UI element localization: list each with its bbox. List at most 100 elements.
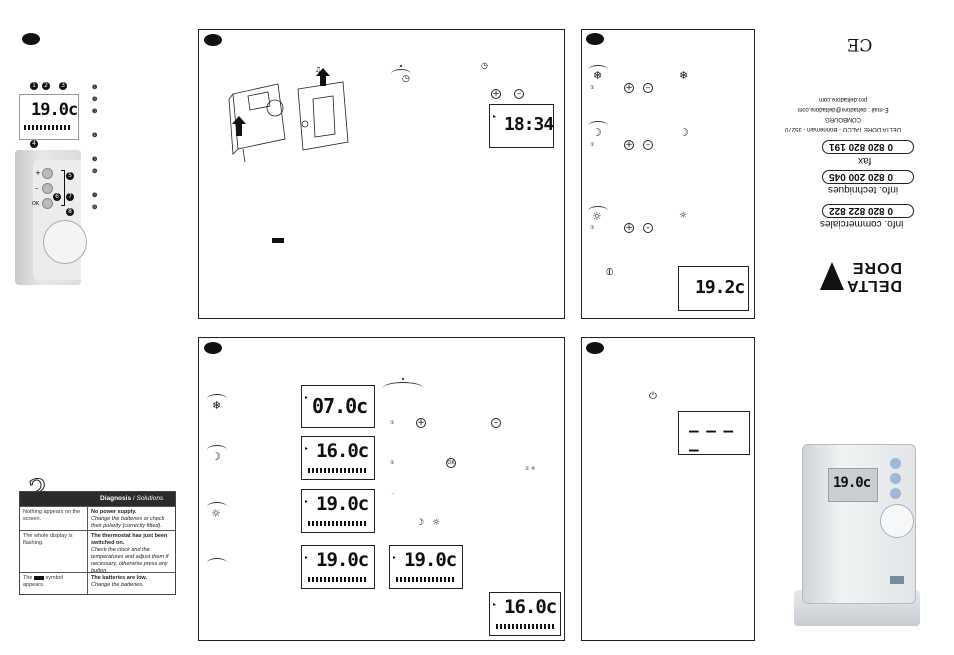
- sales-label: info. commerciales: [820, 218, 904, 229]
- clock-icon-small: ◷: [481, 61, 488, 70]
- callout-8: 8: [66, 208, 74, 216]
- comfort-reading: 19.0c: [316, 493, 369, 515]
- plus-icon: +: [624, 223, 634, 233]
- fax-label: fax: [858, 155, 872, 166]
- minus-icon: –: [514, 89, 524, 99]
- ok-label: OK: [32, 201, 40, 207]
- callout-2: 2: [42, 82, 50, 90]
- sales-number-pill: 0 820 822 822: [822, 204, 914, 218]
- lcd-arrow-icon: ▸: [305, 555, 309, 561]
- frost-reading: 07.0c: [312, 394, 368, 418]
- sun-icon-small: ☼: [679, 211, 688, 221]
- diagnosis-table: Diagnosis / Solutions Nothing appears on…: [19, 491, 176, 595]
- fax-number: 0 820 820 191: [829, 141, 893, 152]
- step-1: ①: [590, 85, 595, 91]
- product-lcd-reading: 19.0c: [833, 475, 871, 491]
- battery-icon: [34, 575, 45, 580]
- minus-icon: –: [643, 140, 653, 150]
- product-lcd: 19.0c: [828, 468, 878, 502]
- panel-installation: ♫ ◷ ◷ + – ▸ 18:34: [198, 29, 565, 319]
- product-minus-button: [890, 473, 901, 484]
- night-dial-icon: [207, 445, 227, 455]
- clock-reading: 18:34: [504, 114, 554, 135]
- power-icon: ⏻: [649, 391, 657, 402]
- night-dial-icon: [588, 121, 608, 131]
- tech-number: 0 820 200 045: [829, 171, 893, 182]
- moon-icon: ☽: [592, 126, 602, 139]
- ambient-temp-reading: 19.2c: [695, 277, 745, 298]
- result-bars: [496, 624, 554, 629]
- section-badge-5: [586, 342, 604, 354]
- svg-text:♫: ♫: [315, 66, 321, 74]
- diagnosis-problem: The symbol appears.: [20, 573, 88, 594]
- left-lcd-reading: 19.0c: [31, 100, 78, 120]
- lcd-arrow-icon: ▸: [493, 602, 497, 608]
- night-bars: [308, 468, 366, 473]
- minus-button: [42, 183, 53, 194]
- fax-number-pill: 0 820 820 191: [822, 140, 914, 154]
- left-lcd-bars: [24, 125, 70, 130]
- callout-5: 5: [66, 172, 74, 180]
- address-block: DELTA DORE TALCO - Bonnemain - 35270 COM…: [768, 94, 918, 134]
- step-1: ①: [590, 225, 595, 231]
- minus-icon: –: [491, 418, 501, 428]
- frost-lcd: ▸ 07.0c: [301, 385, 375, 428]
- diagnosis-solution: The batteries are low. Change the batter…: [88, 573, 175, 594]
- ambient-temp-lcd: 19.2c: [678, 266, 749, 311]
- moon-icon-small: ☽: [679, 126, 689, 139]
- sun-icon: ☼: [211, 507, 221, 520]
- comfort-lcd: ▸ 19.0c: [301, 489, 375, 533]
- ce-mark-icon: CE: [847, 34, 873, 54]
- lcd-arrow-icon: ▸: [493, 114, 497, 120]
- arrow-marker: →: [390, 490, 395, 496]
- plus-icon: +: [416, 418, 426, 428]
- minus-icon: –: [643, 223, 653, 233]
- program-lcd: ▸ 19.0c: [389, 545, 463, 589]
- moon-icon: ☽: [211, 450, 221, 463]
- left-lcd-hours: · · · · · · · · · · · ·: [24, 132, 60, 138]
- panel-standby: ⏻ – – – –: [581, 337, 755, 641]
- diagnosis-remedy: Change the batteries or check their pola…: [91, 516, 165, 529]
- callout-4: 4: [30, 140, 38, 148]
- night-lcd: ▸ 16.0c: [301, 436, 375, 480]
- product-brand-badge: [890, 576, 904, 584]
- clock-dial-icon: [391, 69, 411, 79]
- step-refs: ① ④: [525, 466, 536, 472]
- standby-reading: – – – –: [689, 421, 733, 459]
- plus-label: +: [35, 169, 41, 177]
- diagnosis-title: Diagnosis: [100, 495, 132, 502]
- diagnosis-remedy: Change the batteries.: [91, 582, 144, 588]
- dial-marker: [402, 378, 404, 380]
- battery-icon: [272, 238, 284, 243]
- callout-1: 1: [30, 82, 38, 90]
- battery-install-drawing: ♫: [228, 66, 349, 163]
- plus-icon: +: [624, 140, 634, 150]
- step-2: ②: [390, 460, 395, 466]
- product-ok-button: [890, 488, 901, 499]
- plus-icon: +: [624, 83, 634, 93]
- device-illustration: + – OK: [15, 150, 87, 285]
- mode-dial: [43, 220, 87, 264]
- auto-reading: 19.0c: [316, 549, 369, 571]
- snowflake-icon: ❄: [593, 69, 603, 82]
- tech-number-pill: 0 820 200 045: [822, 170, 914, 184]
- brand-triangle-icon: [820, 262, 844, 290]
- standby-lcd: – – – –: [678, 411, 750, 459]
- section-badge-1: [22, 33, 40, 45]
- panel-temperature-settings: ❄ ❄ ① + – ☽ ☽ ① + – ☼ ☼ ① + – ⦶ 19.2c: [581, 29, 755, 319]
- result-lcd: ▸ 16.0c: [489, 592, 561, 636]
- diagnosis-row: The whole display is flashing. The therm…: [20, 530, 175, 574]
- diagnosis-remedy: Check the clock and the temperatures and…: [91, 547, 169, 574]
- auto-lcd: ▸ 19.0c: [301, 545, 375, 589]
- tech-label: info. techniques: [828, 184, 899, 195]
- product-dial: [880, 504, 914, 538]
- diagnosis-solution: No power supply. Change the batteries or…: [88, 507, 175, 530]
- address-line-1: DELTA DORE TALCO - Bonnemain - 35270 COM…: [785, 116, 901, 132]
- callout-3: 3: [59, 82, 67, 90]
- lcd-arrow-icon: ▸: [305, 499, 309, 505]
- diagnosis-solution: The thermostat has just been switched on…: [88, 531, 175, 574]
- callout-6: 6: [53, 193, 61, 201]
- program-dial-icon: [383, 382, 423, 394]
- diagnosis-cause: No power supply.: [91, 509, 137, 515]
- dial-marker: [400, 65, 402, 67]
